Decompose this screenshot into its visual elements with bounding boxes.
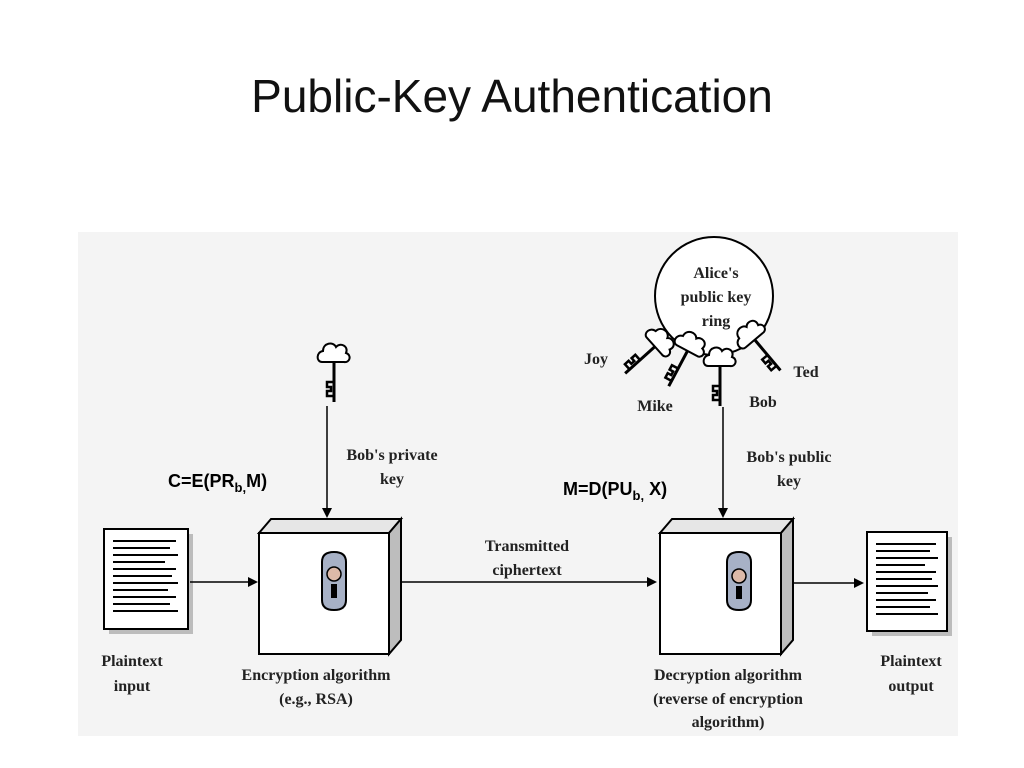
- key-label-ted: Ted: [793, 364, 818, 381]
- encryption-formula: C=E(PRb,M): [168, 471, 267, 495]
- plaintext-input-label-line1: Plaintext: [101, 653, 163, 670]
- decryption-formula: M=D(PUb, X): [563, 479, 667, 503]
- key-label-bob: Bob: [749, 394, 777, 411]
- public-key-label-line2: key: [777, 473, 801, 490]
- ciphertext-label-line1: Transmitted: [485, 538, 569, 555]
- private-key-label-line2: key: [380, 471, 404, 488]
- encryption-label-line1: Encryption algorithm: [242, 667, 392, 684]
- diagram-panel: [78, 232, 958, 736]
- key-ring-label-line1: Alice's: [693, 265, 738, 282]
- key-ring-label-line2: public key: [681, 289, 752, 306]
- decryption-label-line1: Decryption algorithm: [654, 667, 803, 684]
- page-title: Public-Key Authentication: [251, 70, 773, 122]
- private-key-icon: [316, 342, 352, 404]
- key-label-mike: Mike: [637, 398, 673, 415]
- encryption-algorithm-box: [256, 516, 404, 657]
- decryption-algorithm-box: [657, 516, 796, 657]
- plaintext-input-document: [103, 528, 193, 634]
- plaintext-input-label-line2: input: [114, 678, 151, 695]
- key-bob-icon: [702, 346, 738, 408]
- lock-icon: [321, 550, 347, 612]
- encryption-label-line2: (e.g., RSA): [279, 691, 353, 708]
- plaintext-output-label-line2: output: [888, 678, 934, 695]
- key-ring-label-line3: ring: [702, 313, 730, 330]
- key-label-joy: Joy: [584, 351, 608, 368]
- private-key-label-line1: Bob's private: [346, 447, 437, 464]
- decryption-label-line2: (reverse of encryption: [653, 691, 803, 708]
- lock-icon: [726, 550, 752, 612]
- public-key-label-line1: Bob's public: [747, 449, 832, 466]
- ciphertext-label-line2: ciphertext: [492, 562, 562, 579]
- public-key-ring: [612, 236, 794, 408]
- decryption-label-line3: algorithm): [692, 714, 765, 731]
- plaintext-output-document: [866, 531, 952, 636]
- plaintext-output-label-line1: Plaintext: [880, 653, 942, 670]
